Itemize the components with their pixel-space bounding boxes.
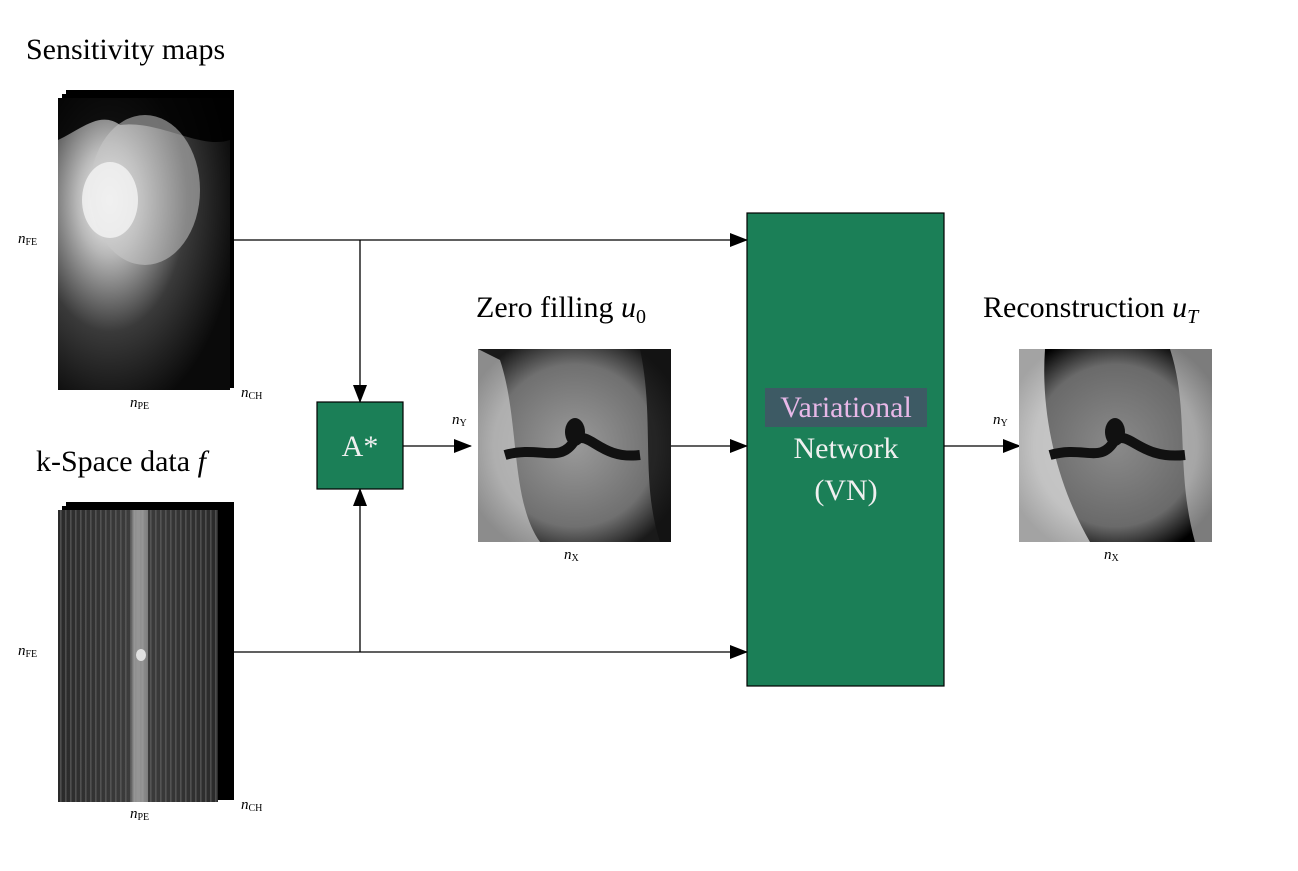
variational-network-box: Variational Network (VN) <box>746 212 945 687</box>
zero-ny-label: nY <box>452 412 467 429</box>
sens-nfe-label: nFE <box>18 231 37 248</box>
kspace-data-title: k-Space data f <box>36 445 210 478</box>
operator-label: A* <box>342 430 379 463</box>
kspace-nch-label: nCH <box>241 797 262 814</box>
vn-line2: Network <box>794 432 899 465</box>
zero-filling-image <box>478 349 671 542</box>
connectors <box>234 233 1021 659</box>
sens-npe-label: nPE <box>130 395 149 412</box>
kspace-npe-label: nPE <box>130 806 149 823</box>
kspace-data-stack <box>58 502 234 802</box>
vn-line3: (VN) <box>814 474 877 507</box>
reconstruction-title: Reconstruction uT <box>983 291 1200 328</box>
zero-filling-title: Zero filling u0 <box>476 291 646 328</box>
adjoint-operator-box: A* <box>316 401 404 490</box>
vn-line1: Variational <box>780 391 912 424</box>
reconstruction-image <box>1019 349 1212 542</box>
sensitivity-maps-stack <box>58 90 234 390</box>
sensitivity-maps-title: Sensitivity maps <box>26 33 225 66</box>
vn-highlight <box>765 388 927 427</box>
recon-ny-label: nY <box>993 412 1008 429</box>
sens-nch-label: nCH <box>241 385 262 402</box>
kspace-nfe-label: nFE <box>18 643 37 660</box>
zero-nx-label: nX <box>564 547 580 564</box>
recon-nx-label: nX <box>1104 547 1120 564</box>
